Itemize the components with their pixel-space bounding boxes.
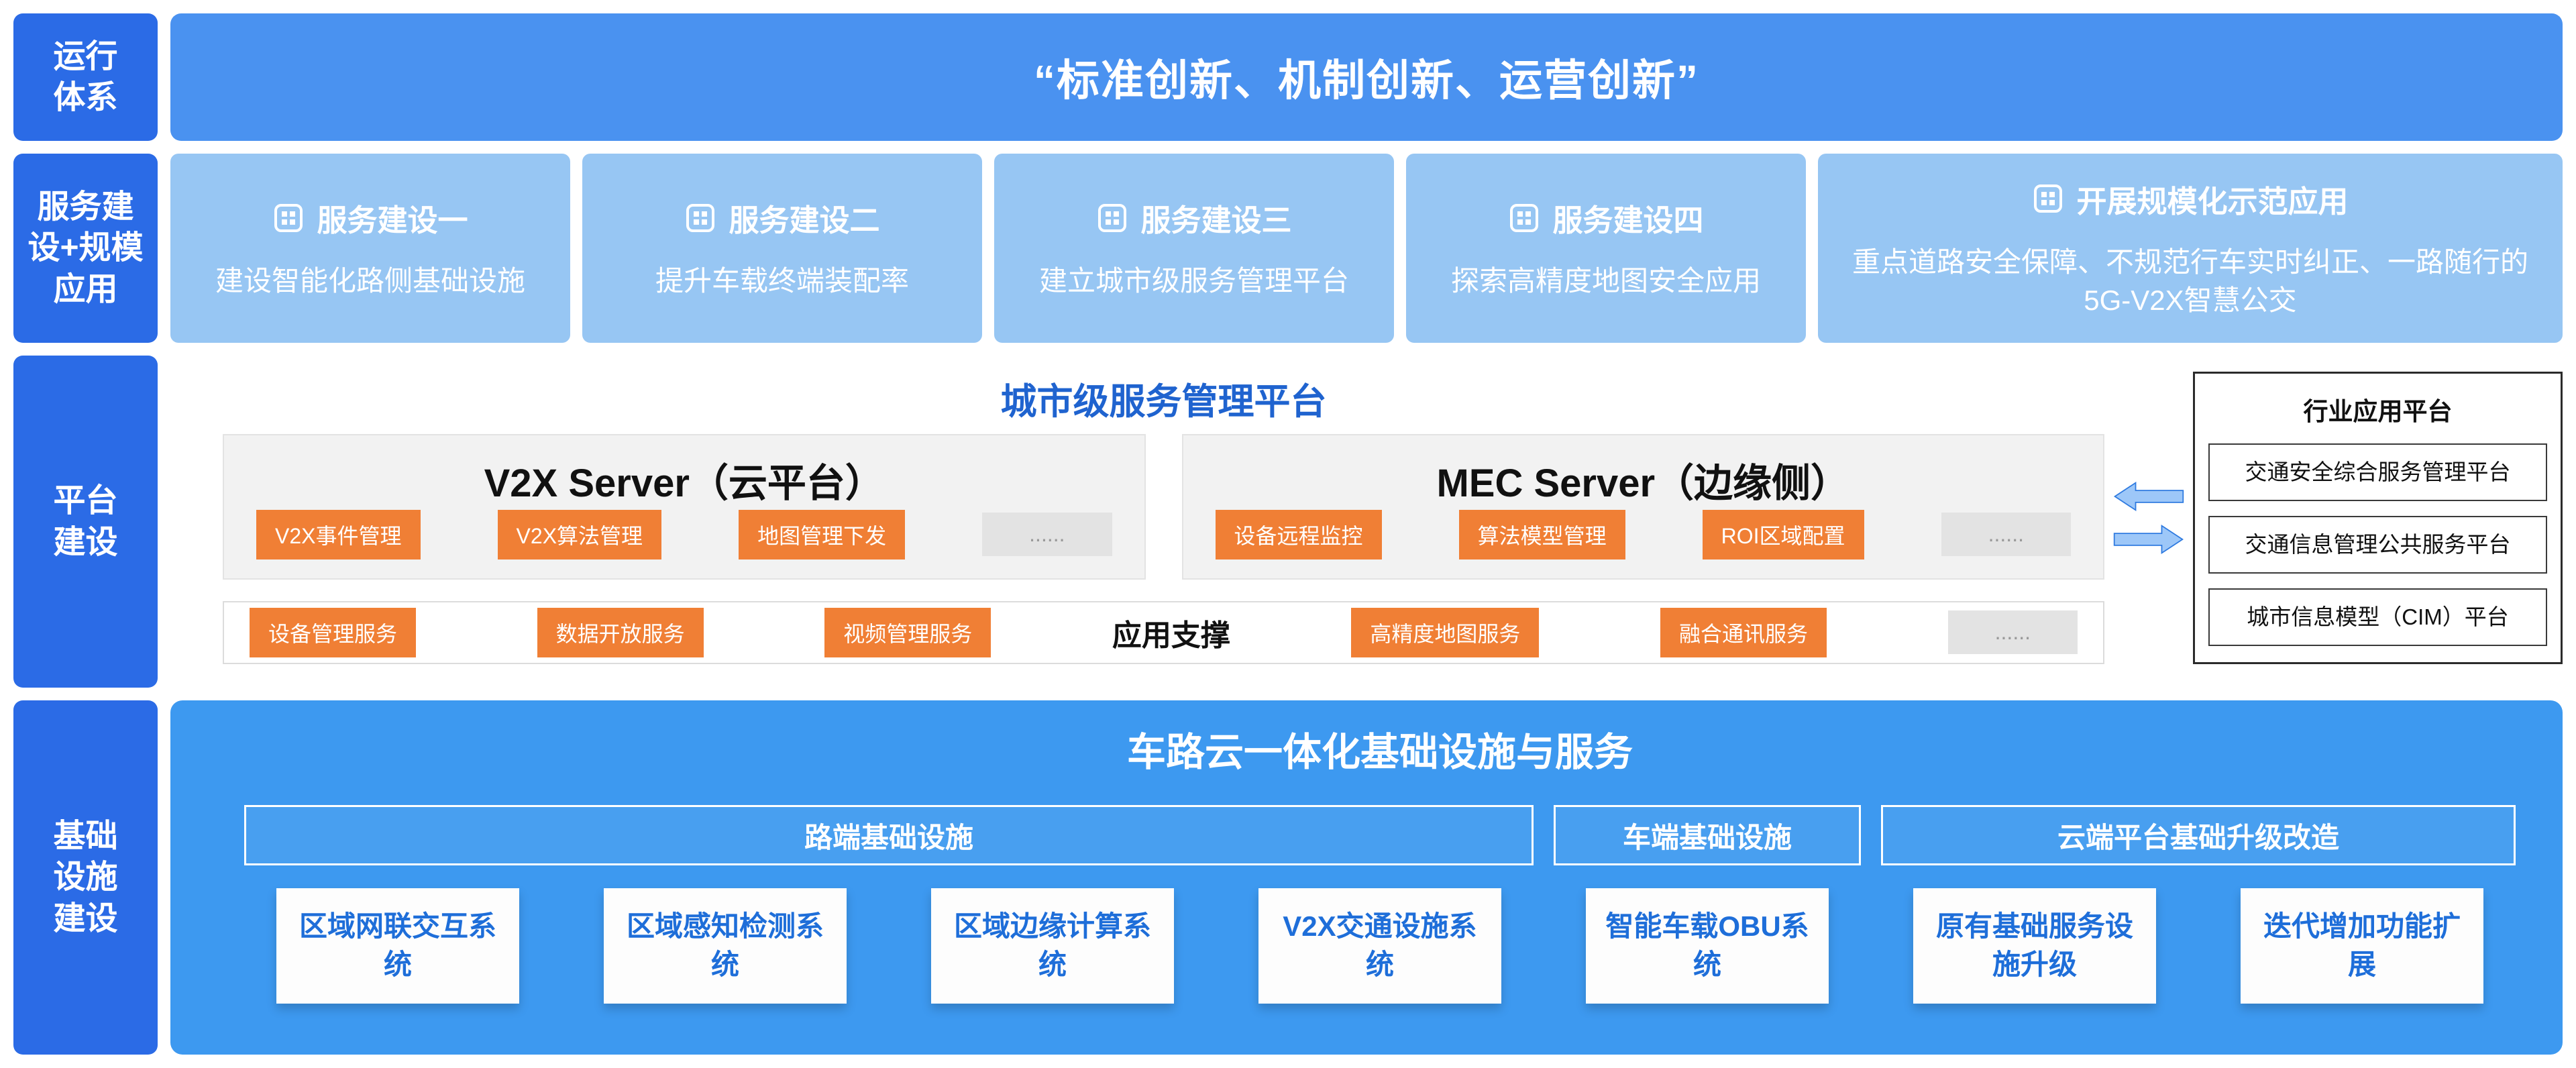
traffic-info-platform: 交通信息管理公共服务平台 [2208,516,2547,574]
regional-network-system: 区域网联交互系统 [276,888,519,1004]
v2x-button-row: V2X事件管理 V2X算法管理 地图管理下发 ...... [247,509,1122,559]
mec-server-title: MEC Server（边缘侧） [1436,462,1850,505]
service-card-4: 服务建设四 探索高精度地图安全应用 [1405,154,1806,343]
v2x-more-placeholder: ...... [982,513,1112,557]
video-mgmt-service-button: 视频管理服务 [824,607,991,657]
device-mgmt-service-button: 设备管理服务 [250,607,417,657]
banner-title: “标准创新、机制创新、运营创新” [170,13,2563,141]
service-desc: 重点道路安全保障、不规范行车实时纠正、一路随行的5G-V2X智慧公交 [1851,246,2528,316]
data-open-service-button: 数据开放服务 [537,607,704,657]
mec-server-panel: MEC Server（边缘侧） 设备远程监控 算法模型管理 ROI区域配置 ..… [1181,434,2104,580]
sidebar-item-platform: 平台 建设 [13,356,158,688]
v2x-event-mgmt-button: V2X事件管理 [256,509,421,559]
v2x-traffic-facility-system: V2X交通设施系统 [1258,888,1501,1004]
service-desc: 提升车载终端装配率 [655,265,909,297]
platform-main: 城市级服务管理平台 V2X Server（云平台） V2X事件管理 V2X算法管… [223,372,2104,664]
app-support-row: 设备管理服务 数据开放服务 视频管理服务 应用支撑 高精度地图服务 融合通讯服务… [223,600,2104,664]
service-card-2: 服务建设二 提升车载终端装配率 [582,154,982,343]
industry-platform-box: 行业应用平台 交通安全综合服务管理平台 交通信息管理公共服务平台 城市信息模型（… [2193,372,2563,664]
arrow-left-icon [2113,482,2184,511]
service-desc: 探索高精度地图安全应用 [1450,265,1761,297]
sidebar-item-infrastructure: 基础 设施 建设 [13,700,158,1055]
service-desc: 建立城市级服务管理平台 [1038,265,1349,297]
service-title: 服务建设三 [1140,203,1292,238]
obu-system: 智能车载OBU系统 [1586,888,1829,1004]
support-more-placeholder: ...... [1947,610,2078,655]
roadside-header: 路端基础设施 [244,805,1534,865]
v2x-server-panel: V2X Server（云平台） V2X事件管理 V2X算法管理 地图管理下发 .… [223,434,1146,580]
service-card-header: 服务建设四 [1508,196,1703,239]
infrastructure-title: 车路云一体化基础设施与服务 [1126,731,1633,774]
grid-icon [272,202,305,234]
infrastructure-grid: 路端基础设施 车端基础设施 云端平台基础升级改造 区域网联交互系统 区域感知检测… [244,805,2516,1004]
infrastructure-section: 车路云一体化基础设施与服务 路端基础设施 车端基础设施 云端平台基础升级改造 区… [170,700,2563,1055]
service-card-demo: 开展规模化示范应用 重点道路安全保障、不规范行车实时纠正、一路随行的5G-V2X… [1817,154,2563,343]
fusion-comm-service-button: 融合通讯服务 [1660,607,1827,657]
map-mgmt-button: 地图管理下发 [739,509,906,559]
exchange-arrows [2104,372,2193,664]
platform-title: 城市级服务管理平台 [1000,382,1327,422]
grid-icon [1508,202,1540,234]
grid-icon [684,202,716,234]
algo-model-mgmt-button: 算法模型管理 [1458,509,1625,559]
service-card-header: 开展规模化示范应用 [2032,177,2348,221]
service-card-3: 服务建设三 建立城市级服务管理平台 [994,154,1394,343]
service-title: 开展规模化示范应用 [2076,184,2349,219]
v2x-algo-mgmt-button: V2X算法管理 [497,509,662,559]
grid-icon [2032,182,2064,215]
mec-more-placeholder: ...... [1941,513,2071,557]
arrow-right-icon [2113,525,2184,554]
service-card-1: 服务建设一 建设智能化路侧基础设施 [170,154,570,343]
app-support-title: 应用支撑 [1112,619,1230,652]
grid-icon [1096,202,1128,234]
cim-platform: 城市信息模型（CIM）平台 [2208,588,2547,646]
sidebar-item-operation: 运行 体系 [13,13,158,141]
mec-button-row: 设备远程监控 算法模型管理 ROI区域配置 ...... [1206,509,2081,559]
service-card-header: 服务建设一 [272,196,468,239]
server-row: V2X Server（云平台） V2X事件管理 V2X算法管理 地图管理下发 .… [223,434,2104,580]
hd-map-service-button: 高精度地图服务 [1351,607,1540,657]
vehicle-header: 车端基础设施 [1554,805,1861,865]
cloud-header: 云端平台基础升级改造 [1881,805,2516,865]
base-service-upgrade: 原有基础服务设施升级 [1913,888,2156,1004]
service-card-header: 服务建设二 [684,196,879,239]
service-title: 服务建设二 [729,203,880,238]
service-title: 服务建设一 [317,203,468,238]
regional-sensing-system: 区域感知检测系统 [604,888,847,1004]
services-row: 服务建设一 建设智能化路侧基础设施 服务建设二 提升车载终端装配率 服务建设三 … [170,154,2563,343]
v2x-server-title: V2X Server（云平台） [484,462,884,505]
platform-section: 城市级服务管理平台 V2X Server（云平台） V2X事件管理 V2X算法管… [170,356,2563,688]
device-remote-monitor-button: 设备远程监控 [1215,509,1382,559]
service-card-header: 服务建设三 [1096,196,1291,239]
iterative-function-expansion: 迭代增加功能扩展 [2241,888,2483,1004]
regional-edge-computing-system: 区域边缘计算系统 [931,888,1174,1004]
roi-config-button: ROI区域配置 [1702,509,1864,559]
traffic-safety-platform: 交通安全综合服务管理平台 [2208,443,2547,501]
service-desc: 建设智能化路侧基础设施 [215,265,525,297]
sidebar-item-service-construction: 服务建 设+规模 应用 [13,154,158,343]
industry-platform-title: 行业应用平台 [2303,398,2453,425]
service-title: 服务建设四 [1552,203,1704,238]
